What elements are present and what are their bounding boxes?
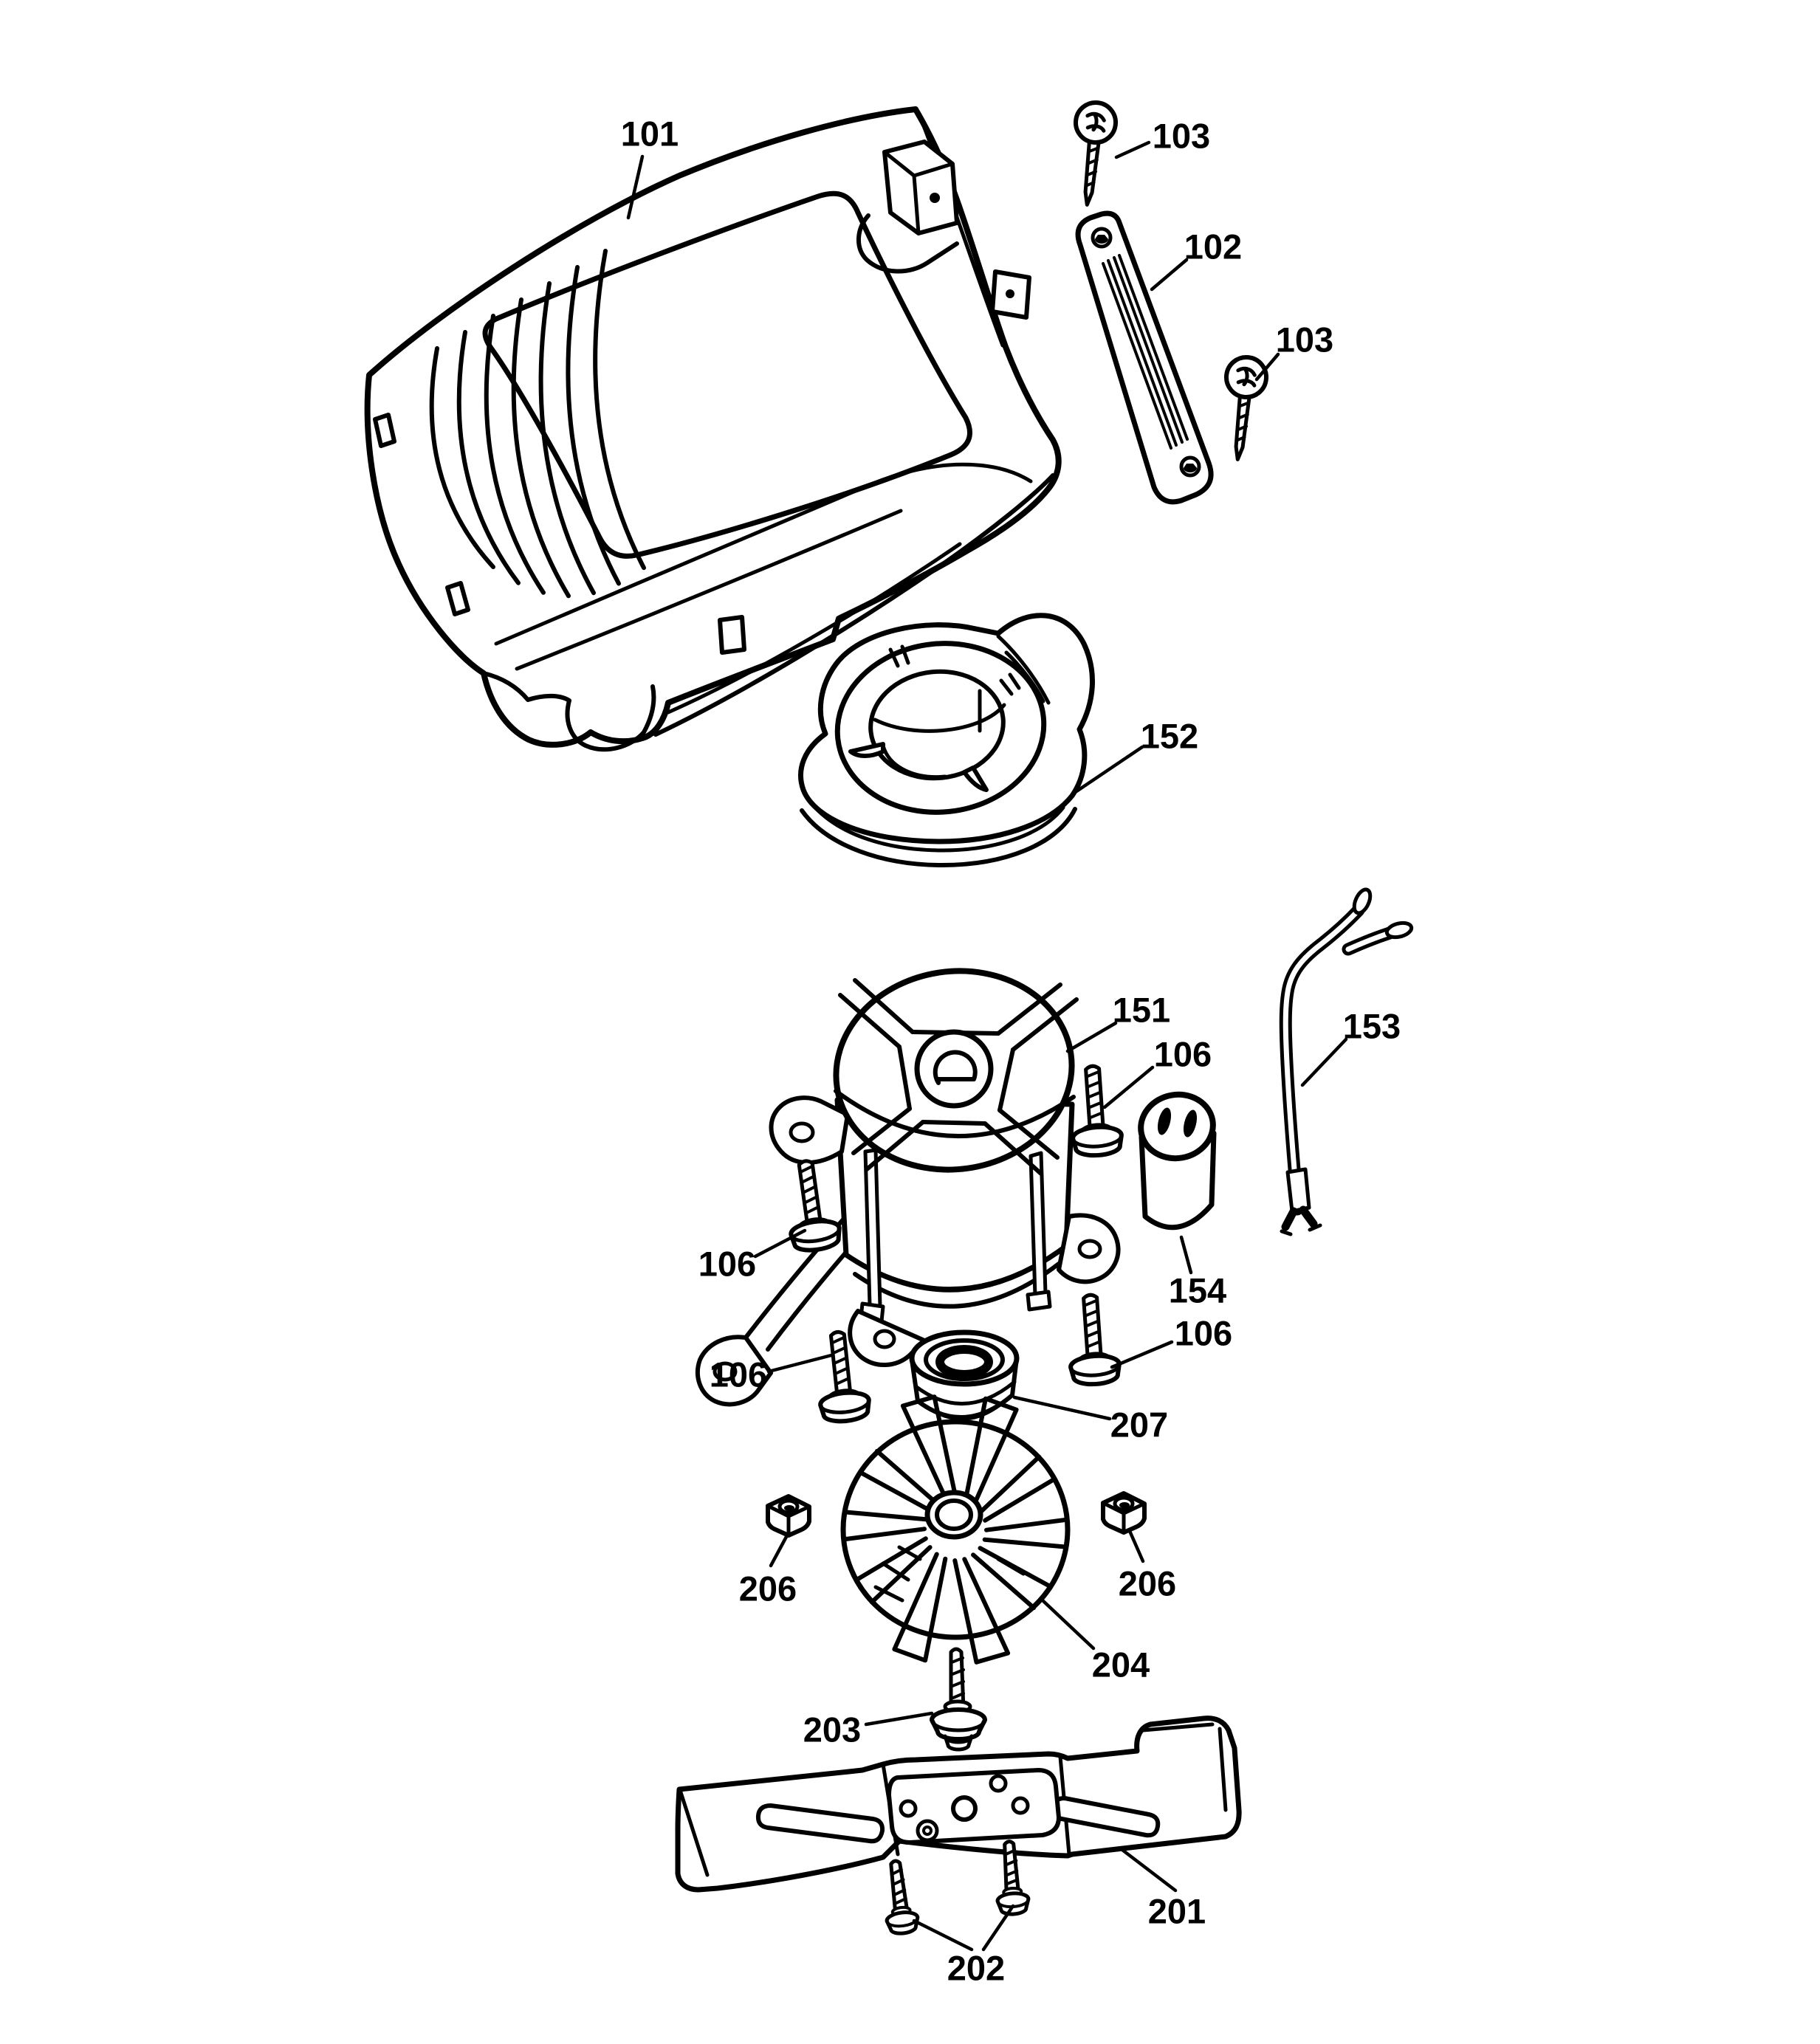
vent-slat [484,314,546,595]
leader-line-152 [1074,745,1144,794]
fan-204 [840,1394,1071,1665]
callouts: 101 103 102 103 152 151 106 153 106 154 106 106 207 2… [621,114,1401,1988]
cover-latch-tab [856,140,959,274]
part-motor-cover-101 [364,106,1062,752]
leader-line-106 [753,1228,807,1259]
part-label-203: 203 [803,1710,861,1749]
leader-line-106 [1110,1340,1174,1369]
leader-line-101 [626,154,645,220]
part-label-106: 106 [1154,1035,1212,1074]
part-label-154: 154 [1169,1271,1226,1310]
screw-103-top [1067,100,1117,207]
vent-slats [429,249,646,599]
screw-106-right-upper [1068,1064,1122,1157]
bolt-203 [930,1647,987,1752]
part-label-207: 207 [1110,1405,1168,1445]
part-label-206: 206 [739,1569,797,1608]
leader-line-203 [864,1711,934,1727]
vent-slat [593,249,646,571]
bolt-202-left [879,1859,919,1935]
screw-103-right [1218,355,1268,461]
vent-slat [456,330,521,585]
nut-206-left [768,1496,809,1535]
leader-line-153 [1300,1037,1348,1087]
fan-blade [952,1557,1011,1665]
lead-wire-153 [1279,887,1414,1236]
part-label-106: 106 [710,1355,767,1394]
fan-blade [963,1396,1019,1507]
leader-line-204 [1040,1598,1096,1651]
vent-slat [566,265,621,586]
leader-line-103 [1254,352,1280,382]
leader-line-207 [1012,1395,1112,1421]
part-label-103: 103 [1153,117,1210,156]
blade-201 [675,1716,1242,1893]
fan-blade [900,1394,958,1502]
part-label-101: 101 [621,114,679,154]
leader-line-151 [1065,1021,1118,1053]
nut-206-right [1103,1493,1144,1532]
vent-slat [511,297,571,599]
part-label-152: 152 [1141,717,1198,756]
baffle-152 [798,613,1095,867]
part-label-151: 151 [1113,991,1170,1030]
screw-106-right-lower [1065,1293,1120,1386]
cover-left-tab-upper [373,413,396,448]
vent-slat [429,346,495,569]
leader-line-103 [1114,140,1151,159]
leader-line-202 [981,1904,1015,1952]
part-label-103: 103 [1276,320,1333,359]
leader-line-202 [912,1919,974,1952]
fan-blade [842,1510,929,1542]
fan-blade [858,1448,940,1513]
fan-blade [892,1552,948,1663]
part-label-106: 106 [1175,1314,1232,1353]
part-label-204: 204 [1092,1645,1150,1685]
motor-151 [695,968,1121,1407]
part-label-153: 153 [1343,1007,1401,1046]
part-label-106: 106 [698,1245,756,1284]
leader-line-154 [1179,1235,1193,1275]
vent-slat [538,281,596,596]
part-label-102: 102 [1184,227,1242,266]
leader-line-206 [769,1533,789,1568]
part-label-202: 202 [947,1949,1005,1988]
leader-line-201 [1120,1848,1178,1893]
part-label-201: 201 [1148,1892,1206,1931]
cover-left-tab-lower [445,581,470,616]
part-label-206: 206 [1119,1564,1176,1603]
cover-side-tab [990,269,1031,320]
leader-line-206 [1127,1529,1145,1563]
cover-bottom-tab [718,615,746,655]
capacitor-154 [1138,1091,1217,1231]
fan-blade [978,1454,1057,1523]
leader-line-102 [1150,258,1189,292]
bar-102 [1075,210,1214,505]
fan-blade [982,1517,1068,1549]
leader-line-106 [766,1353,834,1374]
leader-line-106 [1102,1065,1155,1109]
